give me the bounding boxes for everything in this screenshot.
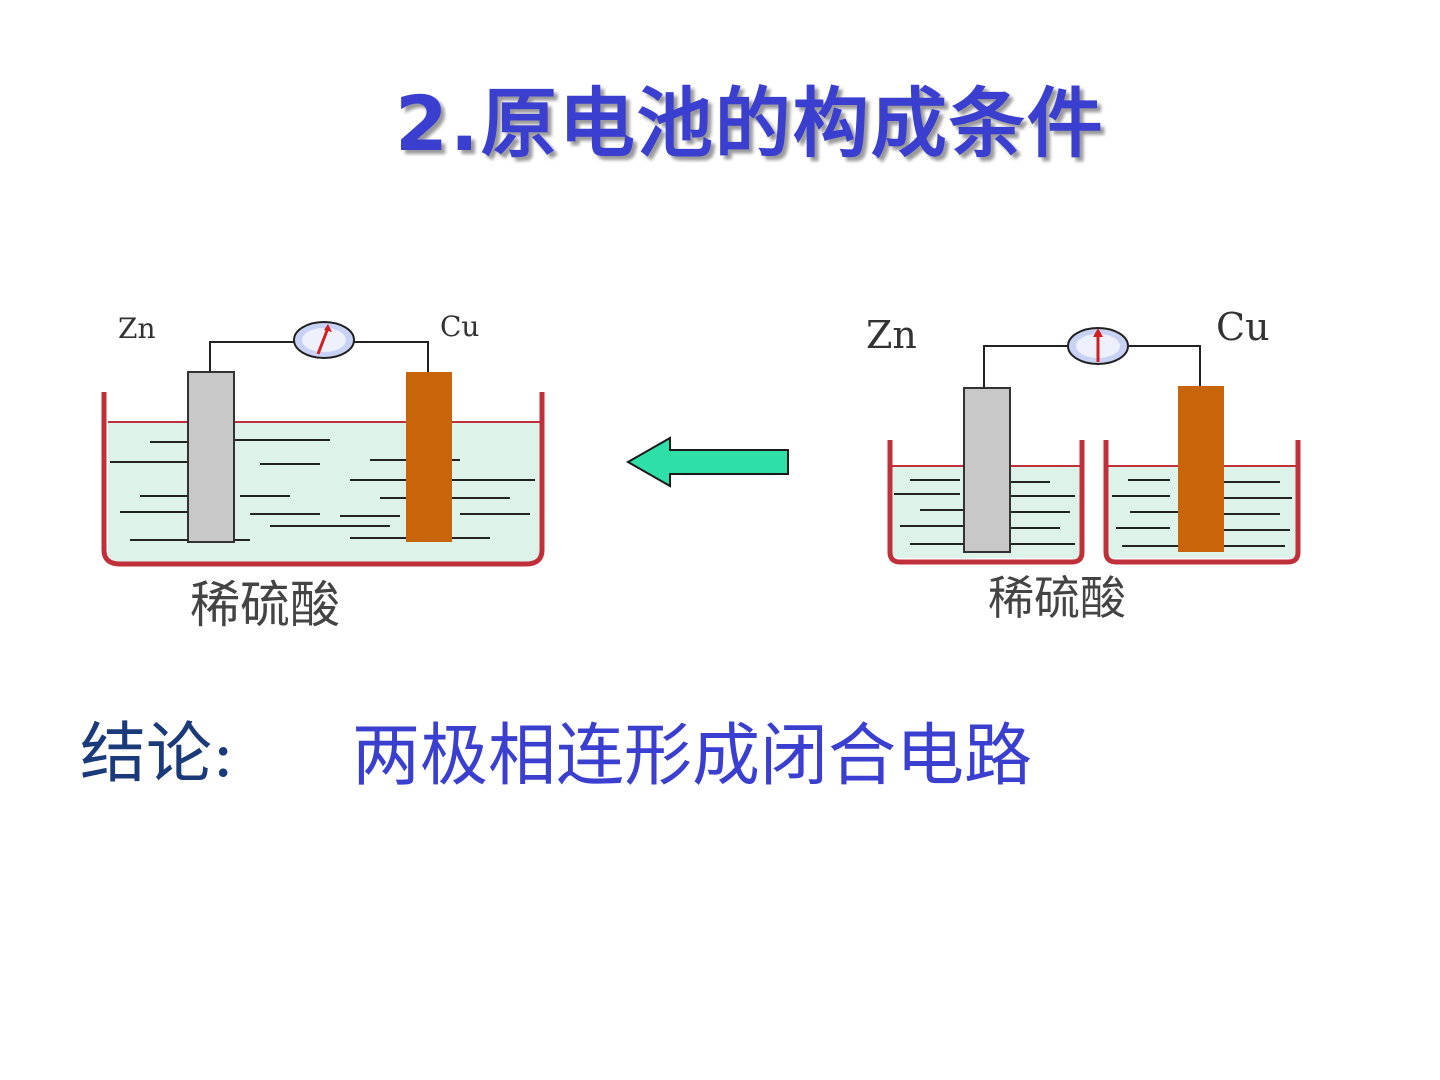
beaker-outline: [101, 392, 545, 567]
galvanometer-icon: [293, 321, 355, 359]
conclusion-text: 两极相连形成闭合电路: [352, 717, 1033, 796]
beaker-outline: [1103, 440, 1301, 565]
wire: [983, 345, 1070, 388]
zinc-label: Zn: [118, 312, 156, 345]
galvanometer-icon: [1067, 327, 1129, 365]
wire: [1126, 345, 1201, 386]
single-beaker-diagram: Zn Cu 稀硫酸: [101, 310, 545, 634]
wire: [209, 341, 295, 372]
zinc-label: Zn: [866, 313, 917, 357]
conclusion-label: 结论:: [80, 715, 235, 792]
left-arrow-icon: [626, 436, 789, 488]
copper-label: Cu: [440, 310, 479, 343]
beaker-outline: [887, 440, 1085, 565]
copper-electrode: [1178, 386, 1224, 552]
solution-label: 稀硫酸: [190, 576, 340, 634]
copper-label: Cu: [1216, 305, 1270, 349]
copper-electrode: [406, 372, 452, 542]
zinc-electrode: [187, 371, 235, 543]
slide-title: 2.原电池的构成条件: [395, 79, 1105, 168]
zinc-electrode: [963, 387, 1011, 553]
two-beaker-diagram: Zn Cu 稀硫酸: [866, 305, 1301, 625]
wire: [353, 341, 429, 372]
solution-label: 稀硫酸: [988, 571, 1126, 625]
